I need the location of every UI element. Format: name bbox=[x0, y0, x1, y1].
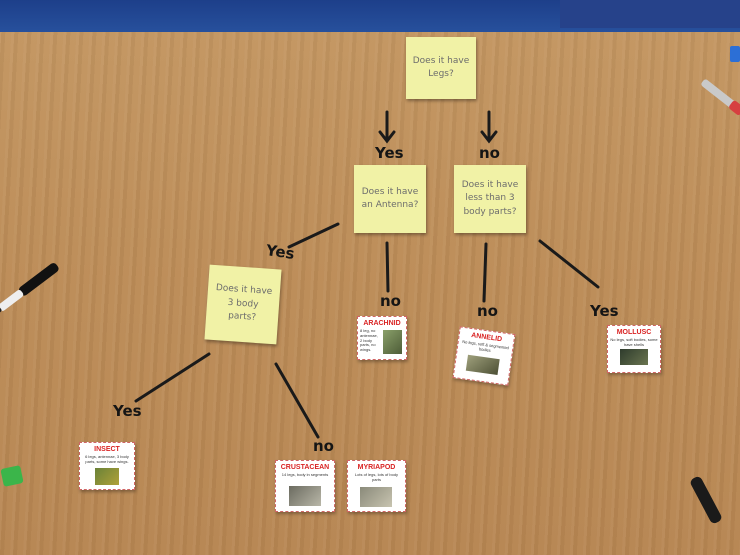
card-myriapod-desc: Lots of legs, lots of body parts bbox=[354, 472, 399, 482]
answer-antennae-no: no bbox=[380, 292, 401, 310]
card-insect-title: INSECT bbox=[94, 446, 120, 453]
pen-cap bbox=[690, 476, 722, 524]
green-cube bbox=[0, 465, 24, 487]
question-antennae: Does it have an Antenna? bbox=[361, 186, 419, 211]
scissors-blade bbox=[701, 79, 740, 115]
answer-less-yes: Yes bbox=[590, 302, 619, 320]
card-crustacean-desc: 14 legs, body in segments bbox=[281, 472, 329, 477]
insect-photo bbox=[95, 468, 119, 485]
arrowhead-right bbox=[480, 130, 498, 144]
answer-less-no: no bbox=[477, 302, 498, 320]
line-antennae-yes bbox=[287, 222, 340, 249]
card-insect: INSECT 6 legs, antennae, 3 body parts, s… bbox=[79, 442, 135, 490]
card-insect-desc: 6 legs, antennae, 3 body parts, some hav… bbox=[85, 454, 129, 464]
card-mollusc: MOLLUSC No legs, soft bodies, some have … bbox=[607, 325, 661, 373]
card-mollusc-title: MOLLUSC bbox=[616, 329, 652, 336]
blue-cube bbox=[730, 46, 740, 62]
card-myriapod-title: MYRIAPOD bbox=[357, 464, 396, 471]
card-myriapod: MYRIAPOD Lots of legs, lots of body part… bbox=[347, 460, 406, 512]
backdrop-shadow bbox=[560, 0, 740, 28]
sticky-note-legs: Does it have Legs? bbox=[406, 37, 476, 99]
spider-photo bbox=[383, 330, 402, 354]
line-less-no bbox=[482, 242, 488, 303]
millipede-photo bbox=[360, 487, 392, 507]
sticky-note-antennae: Does it have an Antenna? bbox=[354, 165, 426, 233]
answer-legs-yes: Yes bbox=[375, 144, 404, 162]
answer-three-no: no bbox=[313, 437, 334, 455]
question-less-than-three: Does it have less than 3 body parts? bbox=[461, 179, 519, 217]
slug-photo bbox=[620, 349, 648, 365]
line-less-yes bbox=[538, 239, 600, 289]
card-crustacean-title: CRUSTACEAN bbox=[280, 464, 330, 471]
marker-pen bbox=[0, 263, 59, 315]
line-antennae-no bbox=[385, 241, 390, 293]
answer-three-yes: Yes bbox=[113, 402, 142, 420]
card-arachnid: ARACHNID 8 leg, no antennae, 2 body part… bbox=[357, 316, 407, 360]
arrowhead-left bbox=[378, 130, 396, 144]
card-arachnid-desc: 8 leg, no antennae, 2 body parts, no win… bbox=[360, 328, 378, 353]
line-three-no bbox=[274, 362, 320, 439]
card-arachnid-title: ARACHNID bbox=[363, 320, 401, 327]
answer-legs-no: no bbox=[479, 144, 500, 162]
card-mollusc-desc: No legs, soft bodies, some have shells bbox=[610, 337, 658, 347]
question-legs: Does it have Legs? bbox=[412, 55, 470, 80]
woodlouse-photo bbox=[289, 486, 321, 506]
sticky-note-less-than-three: Does it have less than 3 body parts? bbox=[454, 165, 526, 233]
card-crustacean: CRUSTACEAN 14 legs, body in segments bbox=[275, 460, 335, 512]
line-three-yes bbox=[134, 352, 211, 403]
